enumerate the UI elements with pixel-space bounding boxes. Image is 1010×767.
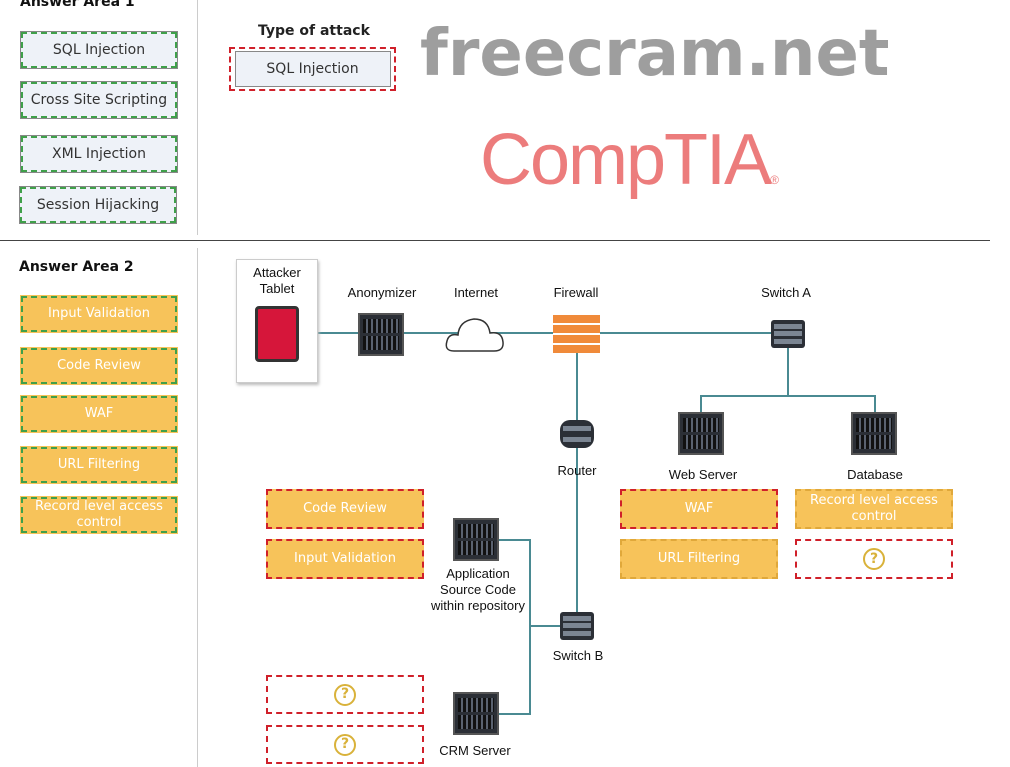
divider xyxy=(197,248,198,767)
anonymizer-label: Anonymizer xyxy=(347,285,417,300)
comptia-watermark: CompTIA® xyxy=(480,120,779,220)
firewall-label: Firewall xyxy=(553,285,599,300)
network-link xyxy=(529,539,531,715)
network-link xyxy=(787,345,789,397)
freecram-watermark: freecram.net xyxy=(420,17,890,91)
divider xyxy=(197,0,198,235)
switch-b-label: Switch B xyxy=(552,648,604,663)
question-icon: ? xyxy=(334,683,356,706)
network-link xyxy=(499,713,530,715)
switch-b-icon xyxy=(560,612,594,640)
registered-mark: ® xyxy=(770,173,779,187)
switch-a-icon xyxy=(771,320,805,348)
network-link xyxy=(529,625,561,627)
database-label: Database xyxy=(847,467,903,482)
internet-label: Internet xyxy=(453,285,499,300)
network-link xyxy=(576,353,578,613)
option-input-validation[interactable]: Input Validation xyxy=(20,295,178,333)
database-slot-1[interactable]: Record level access control xyxy=(795,489,953,529)
network-link xyxy=(700,395,702,413)
question-icon: ? xyxy=(863,548,885,570)
option-sql-injection[interactable]: SQL Injection xyxy=(20,31,178,69)
question-icon: ? xyxy=(334,733,356,756)
crm-server-label: CRM Server xyxy=(439,743,511,758)
option-session-hijacking[interactable]: Session Hijacking xyxy=(19,186,177,224)
network-link xyxy=(499,539,530,541)
app-slot-2[interactable]: Input Validation xyxy=(266,539,424,579)
cloud-icon xyxy=(445,318,504,352)
app-source-label: Application Source Code within repositor… xyxy=(431,566,525,613)
answer-area-2-title: Answer Area 2 xyxy=(19,259,134,275)
crm-server-icon xyxy=(453,692,499,735)
type-of-attack-label: Type of attack xyxy=(258,23,370,39)
section-divider xyxy=(0,240,990,241)
firewall-icon xyxy=(553,314,600,353)
option-cross-site-scripting[interactable]: Cross Site Scripting xyxy=(20,81,178,119)
attacker-tablet-node: Attacker Tablet xyxy=(236,259,318,383)
comptia-logo-text: CompTIA xyxy=(480,120,772,200)
crm-slot-2[interactable]: ? xyxy=(266,725,424,764)
web-server-label: Web Server xyxy=(668,467,738,482)
option-xml-injection[interactable]: XML Injection xyxy=(20,135,178,173)
selected-attack[interactable]: SQL Injection xyxy=(234,51,391,87)
crm-slot-1[interactable]: ? xyxy=(266,675,424,714)
web-server-slot-1[interactable]: WAF xyxy=(620,489,778,529)
database-server-icon xyxy=(851,412,897,455)
router-icon xyxy=(560,420,594,448)
app-slot-1[interactable]: Code Review xyxy=(266,489,424,529)
type-of-attack-dropzone[interactable]: SQL Injection xyxy=(229,47,396,91)
option-record-level-access-control[interactable]: Record level access control xyxy=(20,496,178,534)
answer-area-1-title: Answer Area 1 xyxy=(20,0,135,10)
tablet-icon xyxy=(255,306,299,362)
web-server-icon xyxy=(678,412,724,455)
router-label: Router xyxy=(557,463,597,478)
option-code-review[interactable]: Code Review xyxy=(20,347,178,385)
network-link xyxy=(700,395,876,397)
network-link xyxy=(874,395,876,413)
option-url-filtering[interactable]: URL Filtering xyxy=(20,446,178,484)
anonymizer-server-icon xyxy=(358,313,404,356)
switch-a-label: Switch A xyxy=(761,285,811,300)
attacker-tablet-label: Attacker Tablet xyxy=(253,265,301,296)
app-server-icon xyxy=(453,518,499,561)
database-slot-2[interactable]: ? xyxy=(795,539,953,579)
web-server-slot-2[interactable]: URL Filtering xyxy=(620,539,778,579)
option-waf[interactable]: WAF xyxy=(20,395,178,433)
